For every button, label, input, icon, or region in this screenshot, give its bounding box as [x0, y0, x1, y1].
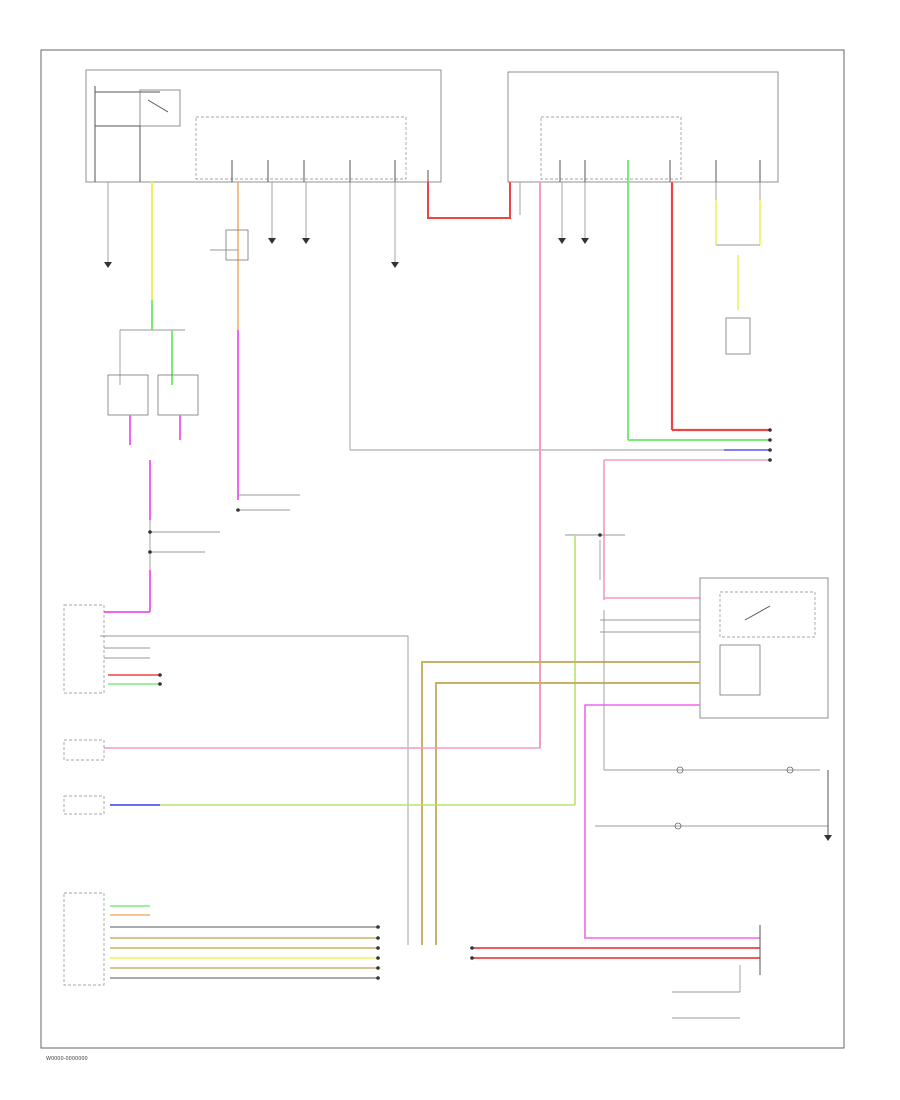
module-box-top-right — [507, 71, 779, 183]
diagram-frame — [40, 49, 845, 1049]
left-lower-module — [63, 604, 575, 815]
bottom-left-module — [63, 892, 378, 986]
connector-dots — [148, 428, 772, 980]
module-box-top-left — [85, 69, 442, 183]
middle-right-section — [100, 534, 832, 945]
wires-top-right — [519, 160, 770, 748]
bottom-right-module — [472, 925, 761, 1019]
page-id-label: W0000-0000000 — [46, 1056, 88, 1062]
wires-top-left — [104, 182, 770, 612]
wire-red-top — [427, 182, 511, 219]
